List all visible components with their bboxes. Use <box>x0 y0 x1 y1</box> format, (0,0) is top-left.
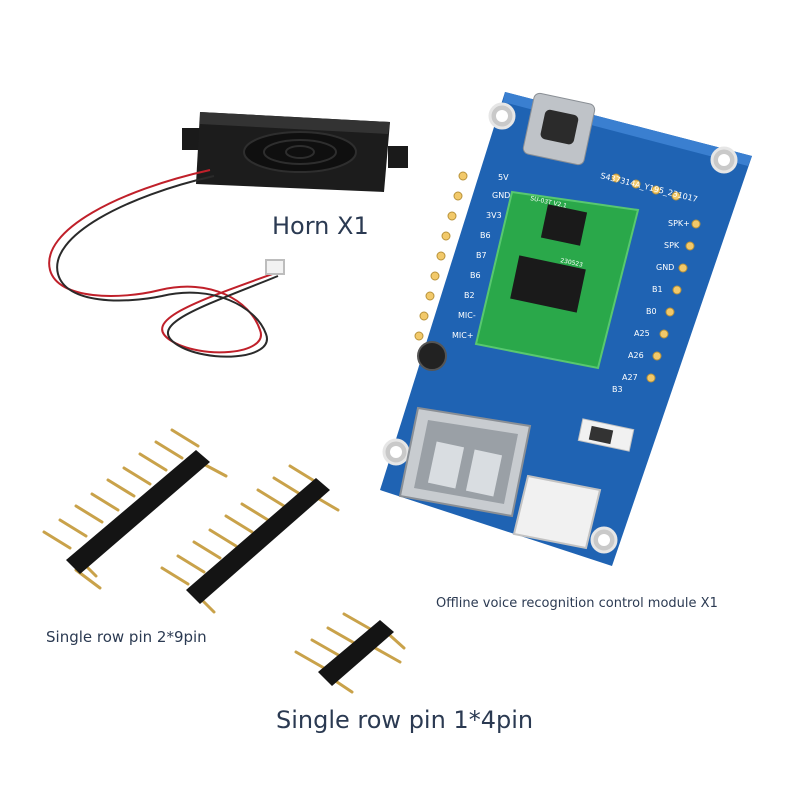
svg-text:B2: B2 <box>464 291 475 300</box>
svg-text:GND: GND <box>656 263 674 272</box>
svg-text:B3: B3 <box>612 385 623 394</box>
svg-text:3V3: 3V3 <box>486 211 502 220</box>
pin-2x9-label: Single row pin 2*9pin <box>46 628 207 646</box>
speaker-icon <box>182 112 408 192</box>
svg-text:SPK+: SPK+ <box>668 219 690 228</box>
speaker-connector-icon <box>512 474 602 550</box>
svg-text:B6: B6 <box>470 271 481 280</box>
svg-text:B7: B7 <box>476 251 487 260</box>
microphone-icon <box>417 341 447 371</box>
pin-1x4-label: Single row pin 1*4pin <box>276 706 534 734</box>
svg-text:B0: B0 <box>646 307 657 316</box>
svg-text:SPK: SPK <box>664 241 680 250</box>
pin-header-1x4 <box>294 612 406 694</box>
svg-text:GND: GND <box>492 191 510 200</box>
svg-text:A25: A25 <box>634 329 650 338</box>
horn-label: Horn X1 <box>272 212 369 240</box>
svg-text:A27: A27 <box>622 373 638 382</box>
svg-text:B6: B6 <box>480 231 491 240</box>
svg-text:A26: A26 <box>628 351 644 360</box>
svg-text:MIC+: MIC+ <box>452 331 474 340</box>
svg-text:B1: B1 <box>652 285 663 294</box>
svg-text:5V: 5V <box>498 173 509 182</box>
voice-module-board: S437314A_Y195_231017 5V GND 3V3 B6 B7 B6… <box>380 92 752 566</box>
svg-text:MIC-: MIC- <box>458 311 476 320</box>
svg-text:230523: 230523 <box>560 257 584 269</box>
speaker-wire <box>48 169 285 358</box>
pin-header-2x9 <box>42 428 340 614</box>
module-label: Offline voice recognition control module… <box>436 596 718 611</box>
